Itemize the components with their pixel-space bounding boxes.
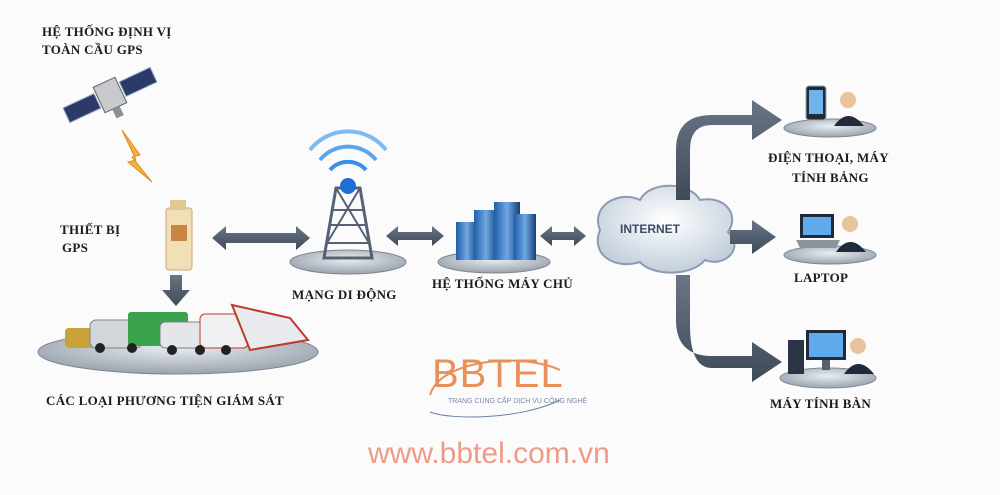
gps-system-label-line2: TOÀN CẦU GPS	[42, 42, 143, 57]
desktop-label: MÁY TÍNH BÀN	[770, 396, 872, 411]
arrow-internet-to-laptop	[730, 220, 776, 254]
desktop-user-icon	[788, 330, 874, 374]
gps-system-label-line1: HỆ THỐNG ĐỊNH VỊ	[42, 24, 172, 39]
mobile-network-label: MẠNG DI ĐỘNG	[292, 287, 397, 302]
internet-label: INTERNET	[620, 222, 680, 236]
arrow-device-to-network	[212, 226, 310, 250]
vehicles-label: CÁC LOẠI PHƯƠNG TIỆN GIÁM SÁT	[46, 393, 285, 408]
cell-tower-icon	[308, 129, 388, 260]
satellite-icon	[62, 66, 158, 124]
signal-bolt-icon	[121, 129, 153, 183]
laptop-user-icon	[796, 214, 866, 252]
arrow-internet-to-desktop	[676, 275, 782, 382]
laptop-label: LAPTOP	[794, 270, 849, 285]
website-url: www.bbtel.com.vn	[368, 437, 610, 470]
vehicles-icon	[65, 303, 310, 355]
server-system-label: HỆ THỐNG MÁY CHỦ	[432, 276, 573, 291]
arrow-internet-to-phone	[676, 100, 782, 200]
gps-device-label-line2: GPS	[62, 240, 89, 255]
arrow-device-to-vehicles	[162, 275, 190, 306]
arrow-network-to-server	[386, 226, 444, 246]
internet-cloud-icon	[596, 184, 736, 274]
gps-device-icon	[165, 200, 193, 271]
arrow-server-to-internet	[540, 226, 586, 246]
bbtel-logo: BBTEL	[432, 352, 564, 396]
phone-tablet-label-line1: ĐIỆN THOẠI, MÁY	[768, 150, 889, 165]
bbtel-logo-tagline: TRANG CUNG CẤP DỊCH VỤ CÔNG NGHỆ	[448, 398, 588, 405]
server-icon	[456, 202, 536, 260]
logo-swoosh	[429, 359, 561, 396]
tower-platform	[289, 249, 407, 275]
gps-device-label-line1: THIẾT BỊ	[60, 222, 121, 237]
smartphone-user-icon	[805, 85, 864, 126]
phone-tablet-label-line2: TÍNH BẢNG	[792, 170, 869, 185]
